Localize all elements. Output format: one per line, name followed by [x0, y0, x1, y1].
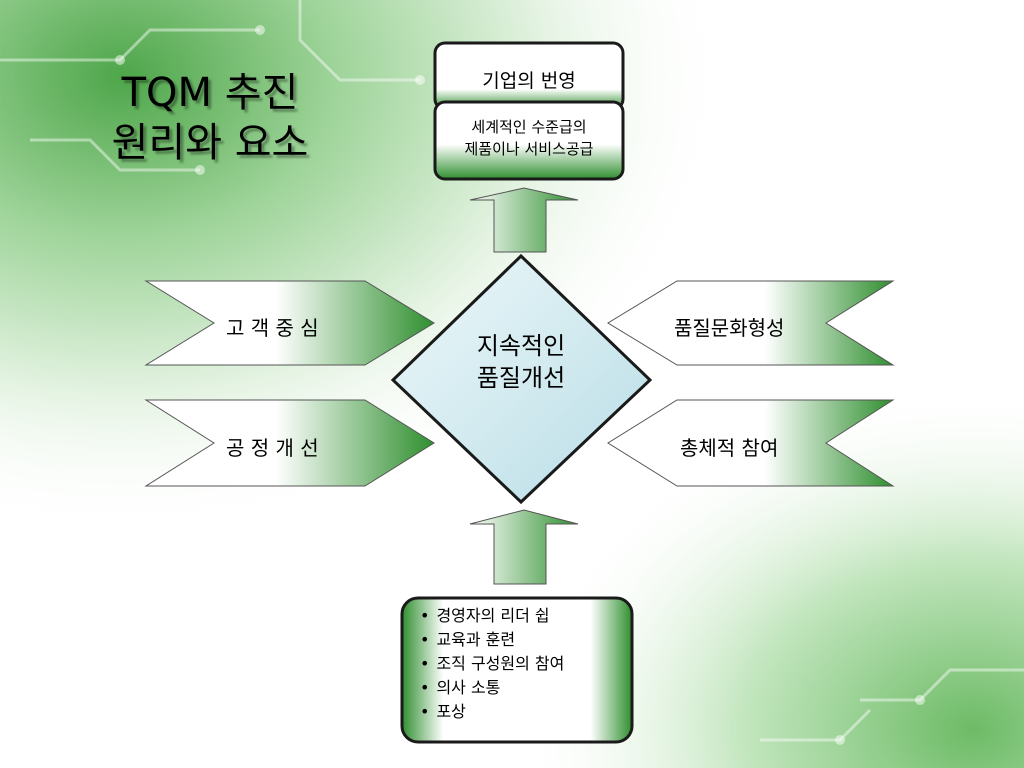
- left-chevron-2-label: 공 정 개 선: [226, 436, 319, 460]
- right-chevron-2: [607, 399, 895, 487]
- bottom-bullet-list: 경영자의 리더 쉽 교육과 훈련 조직 구성원의 참여 의사 소통 포상: [420, 604, 630, 724]
- top-sub-line-1: 세계적인 수준급의: [471, 118, 587, 136]
- right-chevron-1-label: 품질문화형성: [674, 316, 785, 340]
- up-arrow-bottom: [469, 509, 579, 585]
- top-sub-box: [433, 100, 625, 181]
- bullet-item: 포상: [420, 700, 630, 724]
- title-line-2: 원리와 요소: [111, 120, 309, 166]
- bullet-item: 조직 구성원의 참여: [420, 652, 630, 676]
- bullet-item: 의사 소통: [420, 676, 630, 700]
- bullet-item: 교육과 훈련: [420, 628, 630, 652]
- bullet-item: 경영자의 리더 쉽: [420, 604, 630, 628]
- center-line-2: 품질개선: [476, 364, 566, 392]
- center-line-1: 지속적인: [476, 332, 566, 360]
- top-header-text: 기업의 번영: [482, 70, 576, 92]
- right-chevron-1: [607, 280, 895, 366]
- top-sub-line-2: 제품이나 서비스공급: [464, 140, 594, 158]
- left-chevron-2: [144, 399, 435, 487]
- up-arrow-top: [469, 187, 579, 253]
- center-diamond: [390, 253, 653, 505]
- left-chevron-1-label: 고 객 중 심: [226, 316, 319, 340]
- title-line-1: TQM 추진: [121, 70, 299, 116]
- center-label: 지속적인 품질개선: [436, 330, 606, 394]
- top-sub-text: 세계적인 수준급의 제품이나 서비스공급: [435, 116, 623, 160]
- left-chevron-1: [144, 280, 435, 366]
- slide-title: TQM 추진 원리와 요소: [60, 68, 360, 168]
- right-chevron-2-label: 총체적 참여: [680, 436, 779, 460]
